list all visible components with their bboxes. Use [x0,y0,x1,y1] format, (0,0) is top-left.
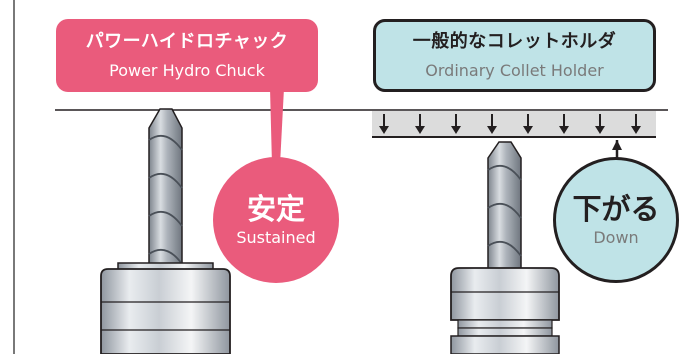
down-text-jp: 下がる [572,192,660,226]
down-arrow-row [379,114,641,134]
ordinary-collet-holder-label: 一般的なコレットホルダ Ordinary Collet Holder [373,19,656,92]
down-arrow-icon [451,114,461,134]
power-hydro-chuck-label: パワーハイドロチャック Power Hydro Chuck [56,19,318,92]
down-arrow-icon [487,114,497,134]
down-arrow-icon [523,114,533,134]
down-arrow-icon [559,114,569,134]
sustained-bubble: 安定 Sustained [213,157,339,283]
down-arrow-icon [631,114,641,134]
pointer-right-tip [612,140,622,150]
down-arrow-icon [415,114,425,134]
power-hydro-chuck-title-en: Power Hydro Chuck [109,60,265,80]
down-arrow-icon [595,114,605,134]
right-holder [450,267,560,354]
down-bubble: 下がる Down [553,157,679,283]
down-text-en: Down [593,228,639,247]
left-holder [100,262,231,354]
ordinary-collet-holder-title-en: Ordinary Collet Holder [425,60,604,80]
ordinary-collet-holder-title-jp: 一般的なコレットホルダ [412,30,617,52]
power-hydro-chuck-title-jp: パワーハイドロチャック [85,30,289,52]
sustained-text-en: Sustained [236,228,316,247]
down-arrow-icon [379,114,389,134]
sustained-text-jp: 安定 [246,192,305,226]
left-drill-bit [148,108,183,271]
right-drill-bit [487,141,522,281]
pointer-left [270,88,284,165]
pressure-band [372,111,656,138]
